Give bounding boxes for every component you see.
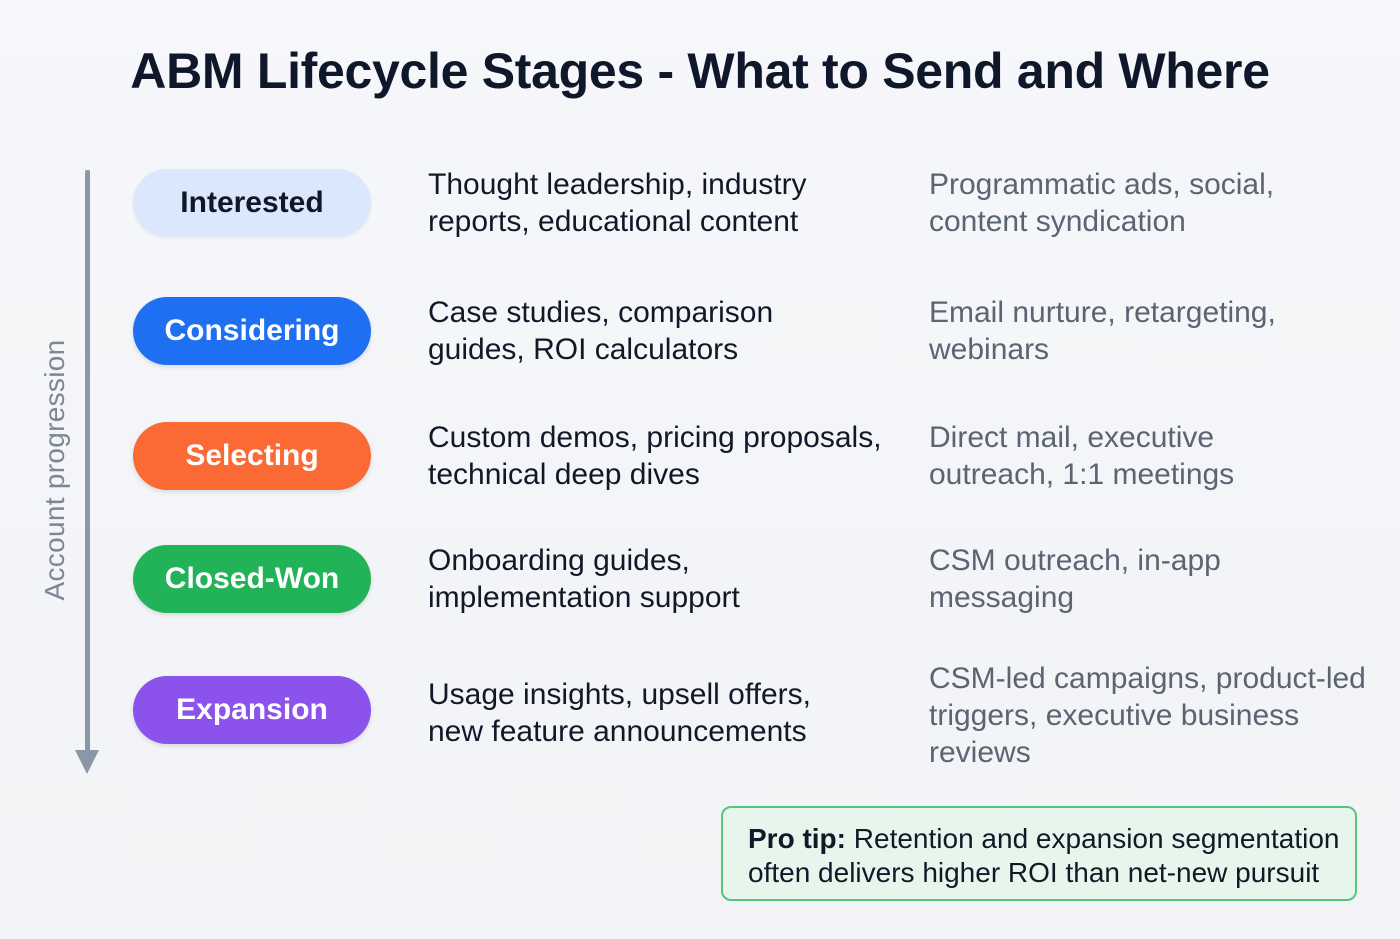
stage-pill-closed-won: Closed-Won xyxy=(133,545,371,613)
stage-content: Case studies, comparison guides, ROI cal… xyxy=(428,296,774,366)
arrow-down-icon xyxy=(75,750,99,774)
stage-channels: CSM-led campaigns, product-led triggers,… xyxy=(929,662,1366,769)
pro-tip-label: Pro tip: xyxy=(748,823,846,854)
page-title: ABM Lifecycle Stages - What to Send and … xyxy=(130,43,1270,99)
stage-channels: Direct mail, executive outreach, 1:1 mee… xyxy=(929,421,1235,491)
stage-pill-considering: Considering xyxy=(133,297,371,365)
pro-tip-box: Pro tip: Retention and expansion segment… xyxy=(721,806,1357,901)
stage-content: Usage insights, upsell offers, new featu… xyxy=(428,678,811,748)
stage-pill-selecting: Selecting xyxy=(133,422,371,490)
stage-content: Onboarding guides, implementation suppor… xyxy=(428,544,740,614)
stage-channels: CSM outreach, in-app messaging xyxy=(929,544,1221,614)
stage-content: Custom demos, pricing proposals, technic… xyxy=(428,421,882,491)
pro-tip-text: Retention and expansion segmentation oft… xyxy=(748,823,1340,888)
stage-channels: Programmatic ads, social, content syndic… xyxy=(929,168,1275,238)
stage-content: Thought leadership, industry reports, ed… xyxy=(428,168,807,238)
axis-label: Account progression xyxy=(39,339,70,601)
progression-axis-line xyxy=(85,170,90,755)
stage-channels: Email nurture, retargeting, webinars xyxy=(929,296,1276,366)
stage-pill-interested: Interested xyxy=(133,169,371,237)
stage-pill-expansion: Expansion xyxy=(133,676,371,744)
